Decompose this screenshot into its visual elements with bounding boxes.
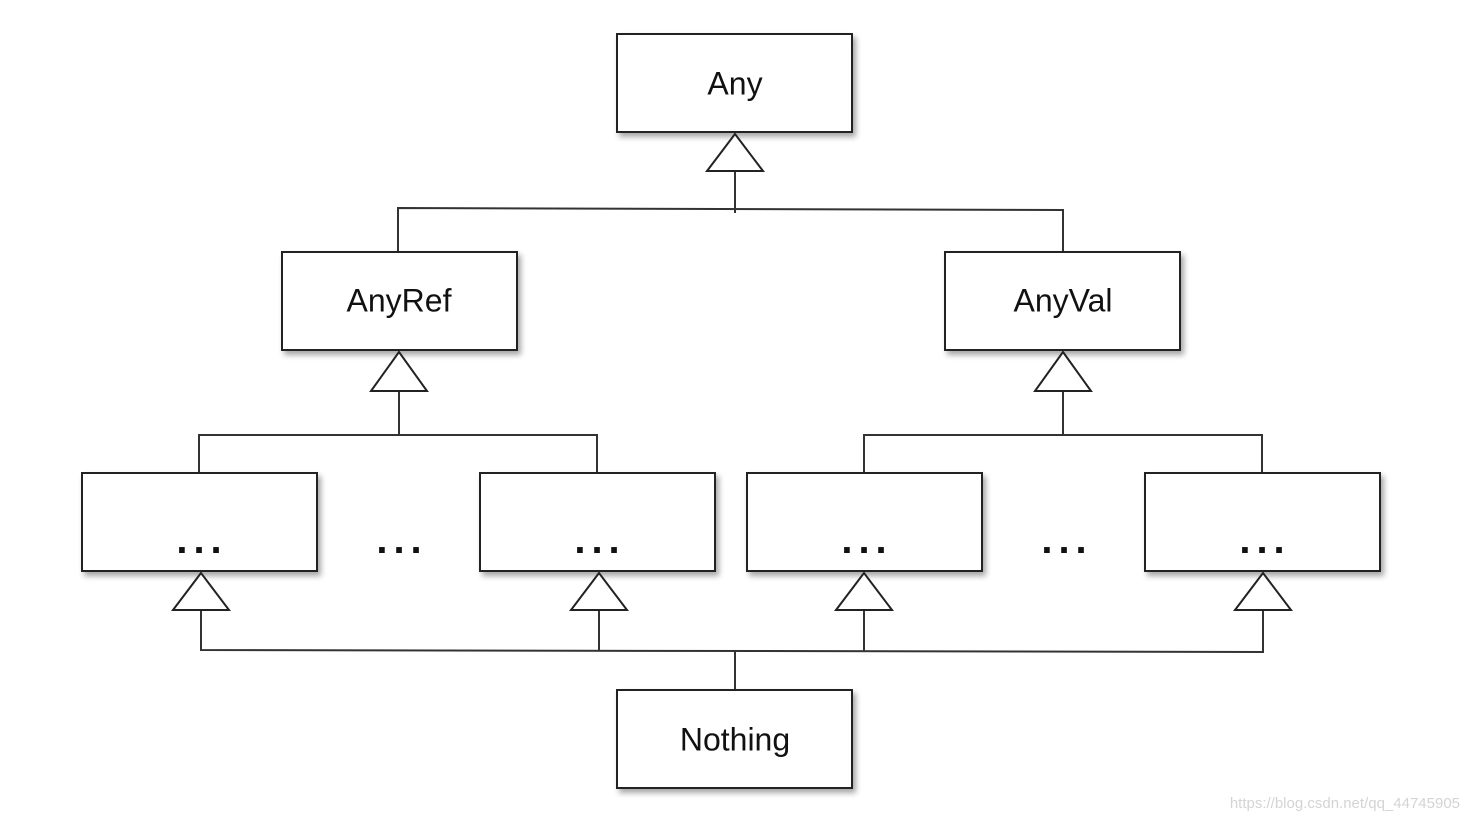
node-anyval: AnyVal xyxy=(944,251,1181,351)
node-nothing-label: Nothing xyxy=(680,721,790,757)
node-any: Any xyxy=(616,33,853,133)
node-anyref-label: AnyRef xyxy=(347,282,452,318)
arrow-to-val-subtype-1 xyxy=(833,571,895,611)
arrow-to-ref-subtype-2 xyxy=(568,571,630,611)
watermark-url: https://blog.csdn.net/qq_44745905 xyxy=(1230,795,1460,812)
edge-anyval-children xyxy=(863,434,1263,472)
edge-anyref-children xyxy=(198,434,598,472)
node-ref-subtype-2-label: ... xyxy=(574,518,625,562)
edge-anyref-to-any xyxy=(397,206,1064,252)
ref-subtypes-ellipsis: ... xyxy=(376,518,427,562)
node-ref-subtype-2: ... xyxy=(479,472,716,572)
node-nothing: Nothing xyxy=(616,689,853,789)
node-val-subtype-1-label: ... xyxy=(841,518,892,562)
arrow-to-ref-subtype-1 xyxy=(170,571,232,611)
arrow-to-anyref xyxy=(369,350,429,392)
node-ref-subtype-1: ... xyxy=(81,472,318,572)
node-val-subtype-2: ... xyxy=(1144,472,1381,572)
edge-nothing-bus xyxy=(200,610,1264,654)
node-ref-subtype-1-label: ... xyxy=(176,518,227,562)
arrow-to-anyval xyxy=(1033,350,1093,392)
val-subtypes-ellipsis: ... xyxy=(1041,518,1092,562)
inheritance-arrows xyxy=(170,132,1294,611)
arrow-to-val-subtype-2 xyxy=(1232,571,1294,611)
node-anyval-label: AnyVal xyxy=(1013,282,1112,318)
node-any-label: Any xyxy=(707,65,762,101)
node-val-subtype-1: ... xyxy=(746,472,983,572)
connector-lines xyxy=(198,171,1264,690)
node-val-subtype-2-label: ... xyxy=(1239,518,1290,562)
arrow-to-any xyxy=(704,132,766,172)
node-anyref: AnyRef xyxy=(281,251,518,351)
